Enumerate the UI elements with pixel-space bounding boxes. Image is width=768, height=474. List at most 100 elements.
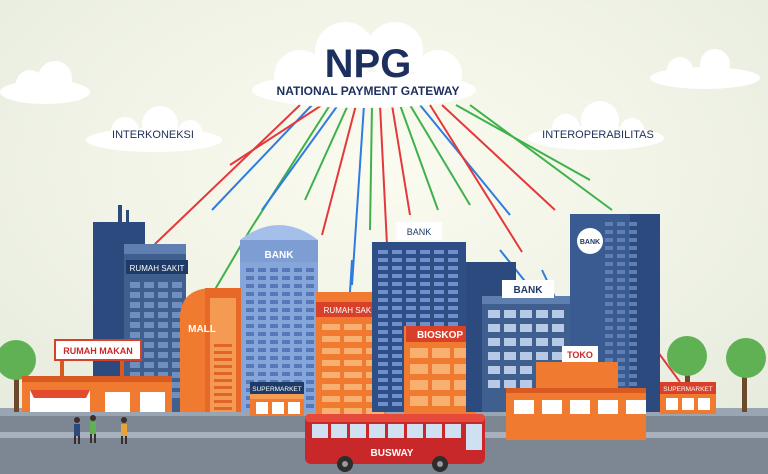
window <box>406 282 416 286</box>
window <box>158 282 168 288</box>
window <box>246 332 254 336</box>
window <box>448 258 458 262</box>
window <box>488 352 500 360</box>
window <box>158 302 168 308</box>
npg-title: NPG <box>325 42 412 86</box>
window <box>270 372 278 376</box>
window <box>420 250 430 254</box>
window <box>158 372 168 378</box>
window <box>172 382 182 388</box>
window <box>448 250 458 254</box>
window <box>258 276 266 280</box>
window <box>144 282 154 288</box>
window <box>520 338 532 346</box>
window <box>434 306 444 310</box>
window <box>294 348 302 352</box>
window <box>322 336 340 342</box>
tree-right-2-icon <box>726 338 766 412</box>
window <box>258 292 266 296</box>
window <box>158 292 168 298</box>
window <box>322 408 340 414</box>
window <box>434 274 444 278</box>
window <box>144 372 154 378</box>
window <box>629 278 637 282</box>
window <box>617 286 625 290</box>
supermarket-left-label: SUPERMARKET <box>252 386 302 393</box>
window <box>504 310 516 318</box>
window <box>536 310 548 318</box>
window <box>246 276 254 280</box>
window <box>629 302 637 306</box>
window <box>617 334 625 338</box>
window <box>306 276 314 280</box>
window <box>172 312 182 318</box>
npg-subtitle: NATIONAL PAYMENT GATEWAY <box>277 84 460 98</box>
window <box>617 278 625 282</box>
window <box>306 292 314 296</box>
window <box>617 350 625 354</box>
window <box>629 358 637 362</box>
window <box>306 396 314 400</box>
window <box>344 372 362 378</box>
window <box>605 222 613 226</box>
window <box>448 322 458 326</box>
window <box>629 318 637 322</box>
bioskop-label: BIOSKOP <box>417 330 463 341</box>
window <box>378 346 388 350</box>
window <box>392 386 402 390</box>
window <box>144 302 154 308</box>
window <box>130 302 140 308</box>
window <box>445 424 461 438</box>
mall-stripe <box>214 407 232 410</box>
window <box>410 380 428 390</box>
window <box>282 364 290 368</box>
window <box>552 352 564 360</box>
window <box>617 230 625 234</box>
bank-right-sign <box>502 280 554 298</box>
window <box>420 274 430 278</box>
window <box>282 268 290 272</box>
window <box>158 362 168 368</box>
window <box>605 286 613 290</box>
window <box>434 266 444 270</box>
window <box>617 342 625 346</box>
window <box>344 408 362 414</box>
mall-stripe <box>214 365 232 368</box>
connection-line-9 <box>379 104 389 266</box>
window <box>270 332 278 336</box>
supermarket-left-sign <box>250 382 304 394</box>
window <box>282 372 290 376</box>
window <box>172 292 182 298</box>
npg-cloud <box>252 22 476 108</box>
window <box>504 352 516 360</box>
window <box>246 372 254 376</box>
window <box>406 250 416 254</box>
window <box>322 360 340 366</box>
window <box>270 276 278 280</box>
rumah-makan-sign <box>54 339 142 361</box>
window <box>504 324 516 332</box>
window <box>426 424 442 438</box>
window <box>605 358 613 362</box>
window <box>258 372 266 376</box>
window <box>294 340 302 344</box>
connection-line-10 <box>391 104 411 216</box>
window <box>306 340 314 344</box>
window <box>392 346 402 350</box>
window <box>130 282 140 288</box>
window <box>258 364 266 368</box>
window <box>432 396 450 406</box>
window <box>454 348 472 358</box>
window <box>344 384 362 390</box>
window <box>172 322 182 328</box>
window <box>258 324 266 328</box>
window <box>172 372 182 378</box>
window <box>406 298 416 302</box>
window <box>392 290 402 294</box>
window <box>258 268 266 272</box>
window <box>406 290 416 294</box>
window <box>144 342 154 348</box>
window <box>504 380 516 388</box>
window <box>392 378 402 382</box>
window <box>294 284 302 288</box>
